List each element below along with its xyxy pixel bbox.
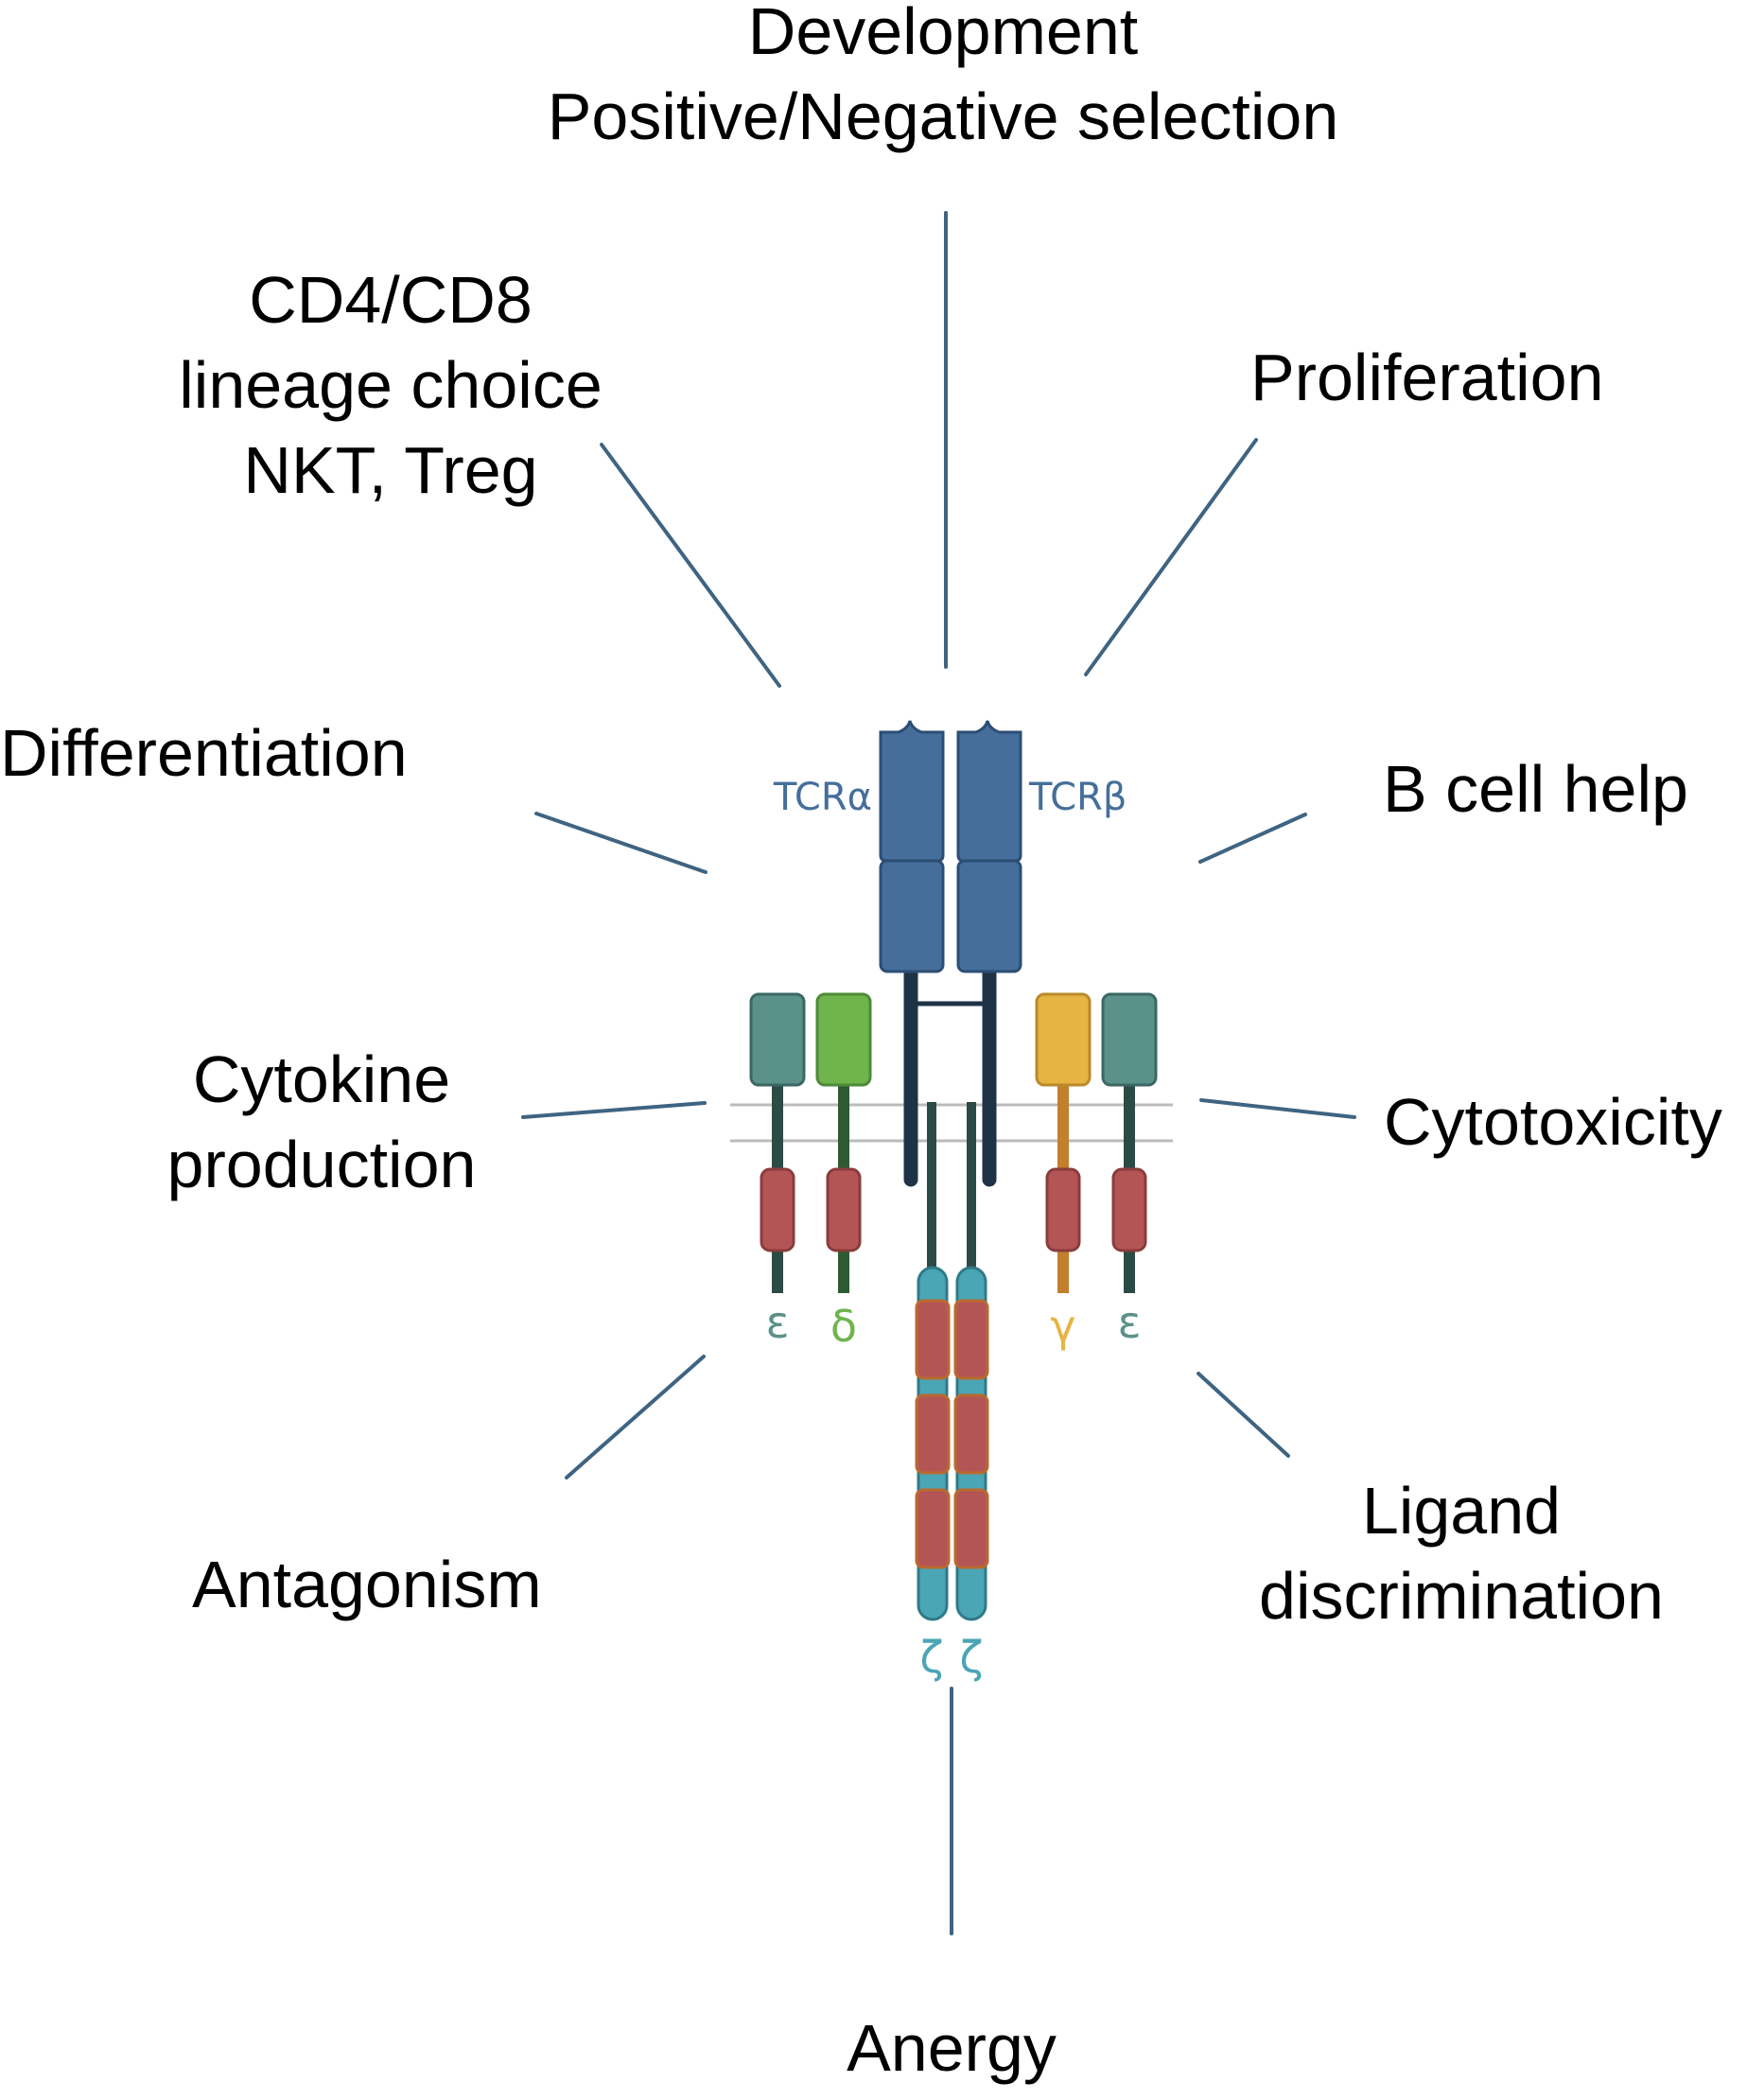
cd3-epsilon-left	[749, 992, 806, 1293]
tcr-beta-label: TCRβ	[1028, 776, 1127, 819]
label-ligand-discrimination: Ligand discrimination	[1259, 1474, 1664, 1633]
label-lineage-choice: CD4/CD8 lineage choice NKT, Treg	[179, 263, 603, 507]
tcr-alpha-constant-domain	[879, 859, 945, 973]
label-proliferation: Proliferation	[1250, 341, 1604, 414]
label-anergy: Anergy	[847, 2011, 1057, 2085]
epsilon-right-label: ε	[1118, 1297, 1142, 1348]
tcr-beta-variable-domain	[956, 720, 1022, 863]
connector-proliferation	[1084, 438, 1258, 676]
cell-membrane	[730, 1103, 1173, 1143]
cd3-zeta-dimer	[915, 1102, 989, 1621]
cd3-delta	[815, 992, 872, 1293]
connector-cytokine	[521, 1101, 707, 1119]
connector-b-cell-help	[1198, 813, 1307, 864]
cd3-epsilon-right	[1101, 992, 1158, 1293]
tcr-alpha-beta	[879, 720, 1022, 1187]
label-differentiation: Differentiation	[0, 716, 408, 790]
zeta-right-label: ζ	[959, 1632, 983, 1683]
gamma-label: γ	[1050, 1301, 1075, 1352]
connector-lines	[521, 211, 1356, 1935]
tcr-alpha-label: TCRα	[773, 776, 872, 819]
tcr-alpha-variable-domain	[879, 720, 945, 863]
label-b-cell-help: B cell help	[1383, 752, 1688, 826]
epsilon-left-label: ε	[766, 1297, 790, 1348]
connector-antagonism	[565, 1355, 706, 1479]
delta-label: δ	[830, 1301, 857, 1352]
connector-differentiation	[534, 812, 708, 874]
connector-lineage	[600, 443, 781, 688]
zeta-left-label: ζ	[919, 1632, 943, 1683]
connector-ligand	[1197, 1372, 1290, 1458]
molecule-labels: TCRα TCRβ ε δ γ ε ζ ζ	[766, 776, 1142, 1683]
label-cytotoxicity: Cytotoxicity	[1384, 1085, 1722, 1159]
tcr-beta-constant-domain	[956, 859, 1022, 973]
connector-cytotoxicity	[1199, 1098, 1356, 1119]
label-cytokine-production: Cytokine production	[166, 1042, 477, 1201]
label-development: Development Positive/Negative selection	[547, 0, 1339, 153]
label-antagonism: Antagonism	[192, 1548, 542, 1621]
cd3-gamma	[1035, 992, 1092, 1293]
